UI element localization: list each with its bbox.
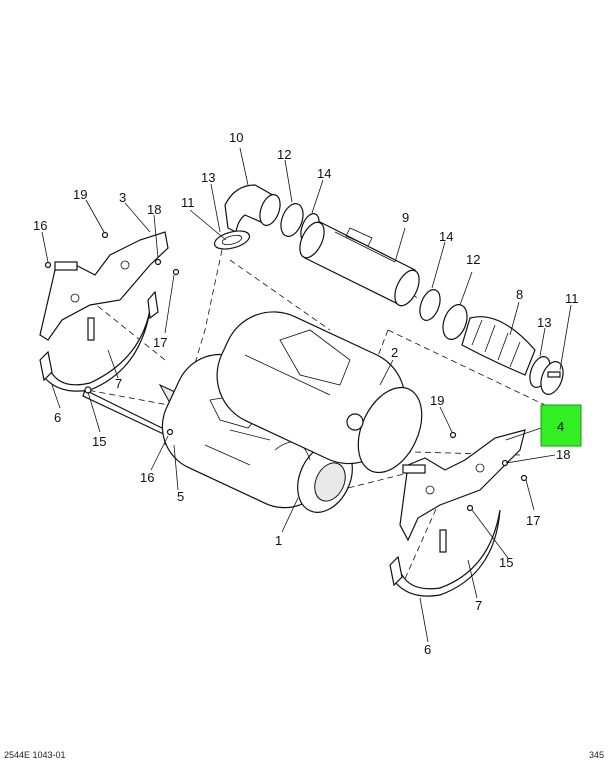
callout-17-left: 17 (153, 335, 167, 350)
seal-ring-12-lower (442, 304, 468, 340)
callout-17-right: 17 (526, 513, 540, 528)
callout-11-upper: 11 (181, 195, 195, 210)
callout-12-upper: 12 (277, 147, 291, 162)
right-bracket (399, 429, 526, 542)
callout-15-left: 15 (92, 434, 106, 449)
footer-drawing-number: 2544E 1043-01 (4, 750, 66, 760)
leader-lines (41, 147, 572, 643)
callout-13-upper: 13 (201, 170, 215, 185)
callout-8: 8 (516, 287, 523, 302)
highlight-box-4 (540, 404, 582, 447)
left-strap (39, 290, 159, 392)
callout-15-right: 15 (499, 555, 513, 570)
callout-10: 10 (229, 130, 243, 145)
callout-13-lower: 13 (537, 315, 551, 330)
callout-7-left: 7 (115, 376, 122, 391)
callout-2: 2 (391, 345, 398, 360)
callout-14-upper: 14 (317, 166, 331, 181)
aftertreatment-canister-2 (216, 311, 423, 474)
right-strap (389, 509, 501, 597)
callout-12-lower: 12 (466, 252, 480, 267)
callout-16-left: 16 (33, 218, 47, 233)
footer-page-number: 345 (588, 750, 604, 760)
elbow-pipe (224, 184, 281, 233)
left-bracket (39, 231, 169, 341)
callout-4: 4 (557, 419, 564, 434)
callout-19-left: 19 (73, 187, 87, 202)
callout-6-right: 6 (424, 642, 431, 657)
callout-3: 3 (119, 190, 126, 205)
seal-ring-12-upper (280, 203, 304, 237)
gasket-14-lower (419, 289, 441, 321)
callout-18-right: 18 (556, 447, 570, 462)
callout-11-lower: 11 (565, 291, 579, 306)
callout-19-right: 19 (430, 393, 444, 408)
fasteners (44, 231, 528, 512)
callout-labels: 1 2 3 4 5 6 6 7 7 8 9 10 11 11 12 12 13 … (33, 130, 579, 657)
callout-5: 5 (177, 489, 184, 504)
callout-9: 9 (402, 210, 409, 225)
callout-14-lower: 14 (439, 229, 453, 244)
callout-18-left: 18 (147, 202, 161, 217)
pipe-9 (299, 221, 420, 307)
callout-1: 1 (275, 533, 282, 548)
flex-pipe-8 (461, 316, 536, 376)
callout-6-left: 6 (54, 410, 61, 425)
clamp-13-upper (213, 230, 251, 250)
callout-7-right: 7 (475, 598, 482, 613)
clamp-11-lower (540, 361, 564, 395)
callout-16-right: 16 (140, 470, 154, 485)
